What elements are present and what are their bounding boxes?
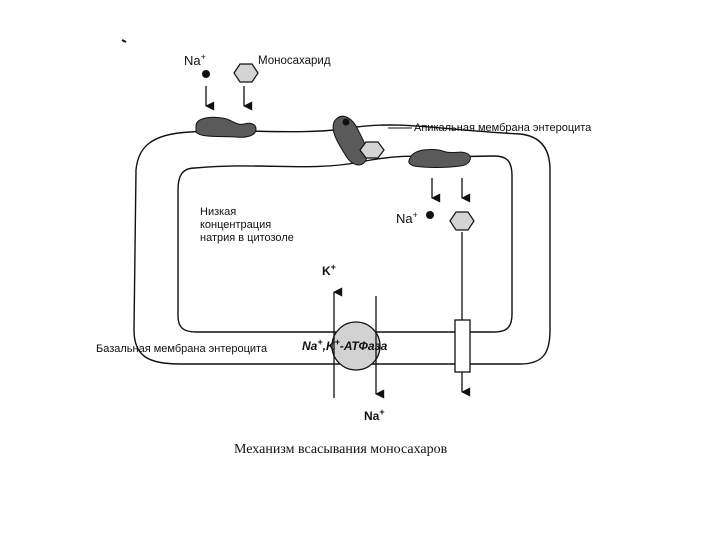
sodium-inside-icon: [426, 211, 434, 219]
na-out-label: Na+: [364, 407, 385, 423]
stray-mark: [121, 39, 127, 43]
outer-cell-membrane: [133, 131, 551, 365]
apical-transporter-middle-icon: [332, 115, 368, 166]
apical-transporter-left-icon: [195, 116, 257, 138]
apical-transporter-right-icon: [408, 149, 471, 168]
diagram-caption: Механизм всасывания моносахаров: [234, 442, 448, 457]
na-inside-label: Na+: [396, 210, 418, 226]
monosaccharide-label: Моносахарид: [258, 55, 331, 67]
k-label: K+: [322, 262, 336, 278]
atpase-label: Na+,K+-АТФаза: [302, 337, 388, 353]
apical-membrane-label: Апикальная мембрана энтероцита: [414, 122, 592, 134]
monosaccharide-hexagon-icon: [233, 63, 259, 83]
sodium-bound-icon: [342, 118, 350, 126]
basal-glucose-carrier-icon: [454, 319, 471, 373]
na-top-label: Na+: [184, 52, 206, 68]
na-k-atpase-pump-icon: [331, 321, 381, 371]
low-concentration-label: Низкая концентрация натрия в цитозоле: [200, 206, 294, 244]
monosaccharide-bound-icon: [359, 141, 385, 159]
monosaccharide-inside-icon: [449, 211, 475, 231]
sodium-ion-icon: [202, 70, 210, 78]
basal-membrane-label: Базальная мембрана энтероцита: [96, 343, 268, 355]
